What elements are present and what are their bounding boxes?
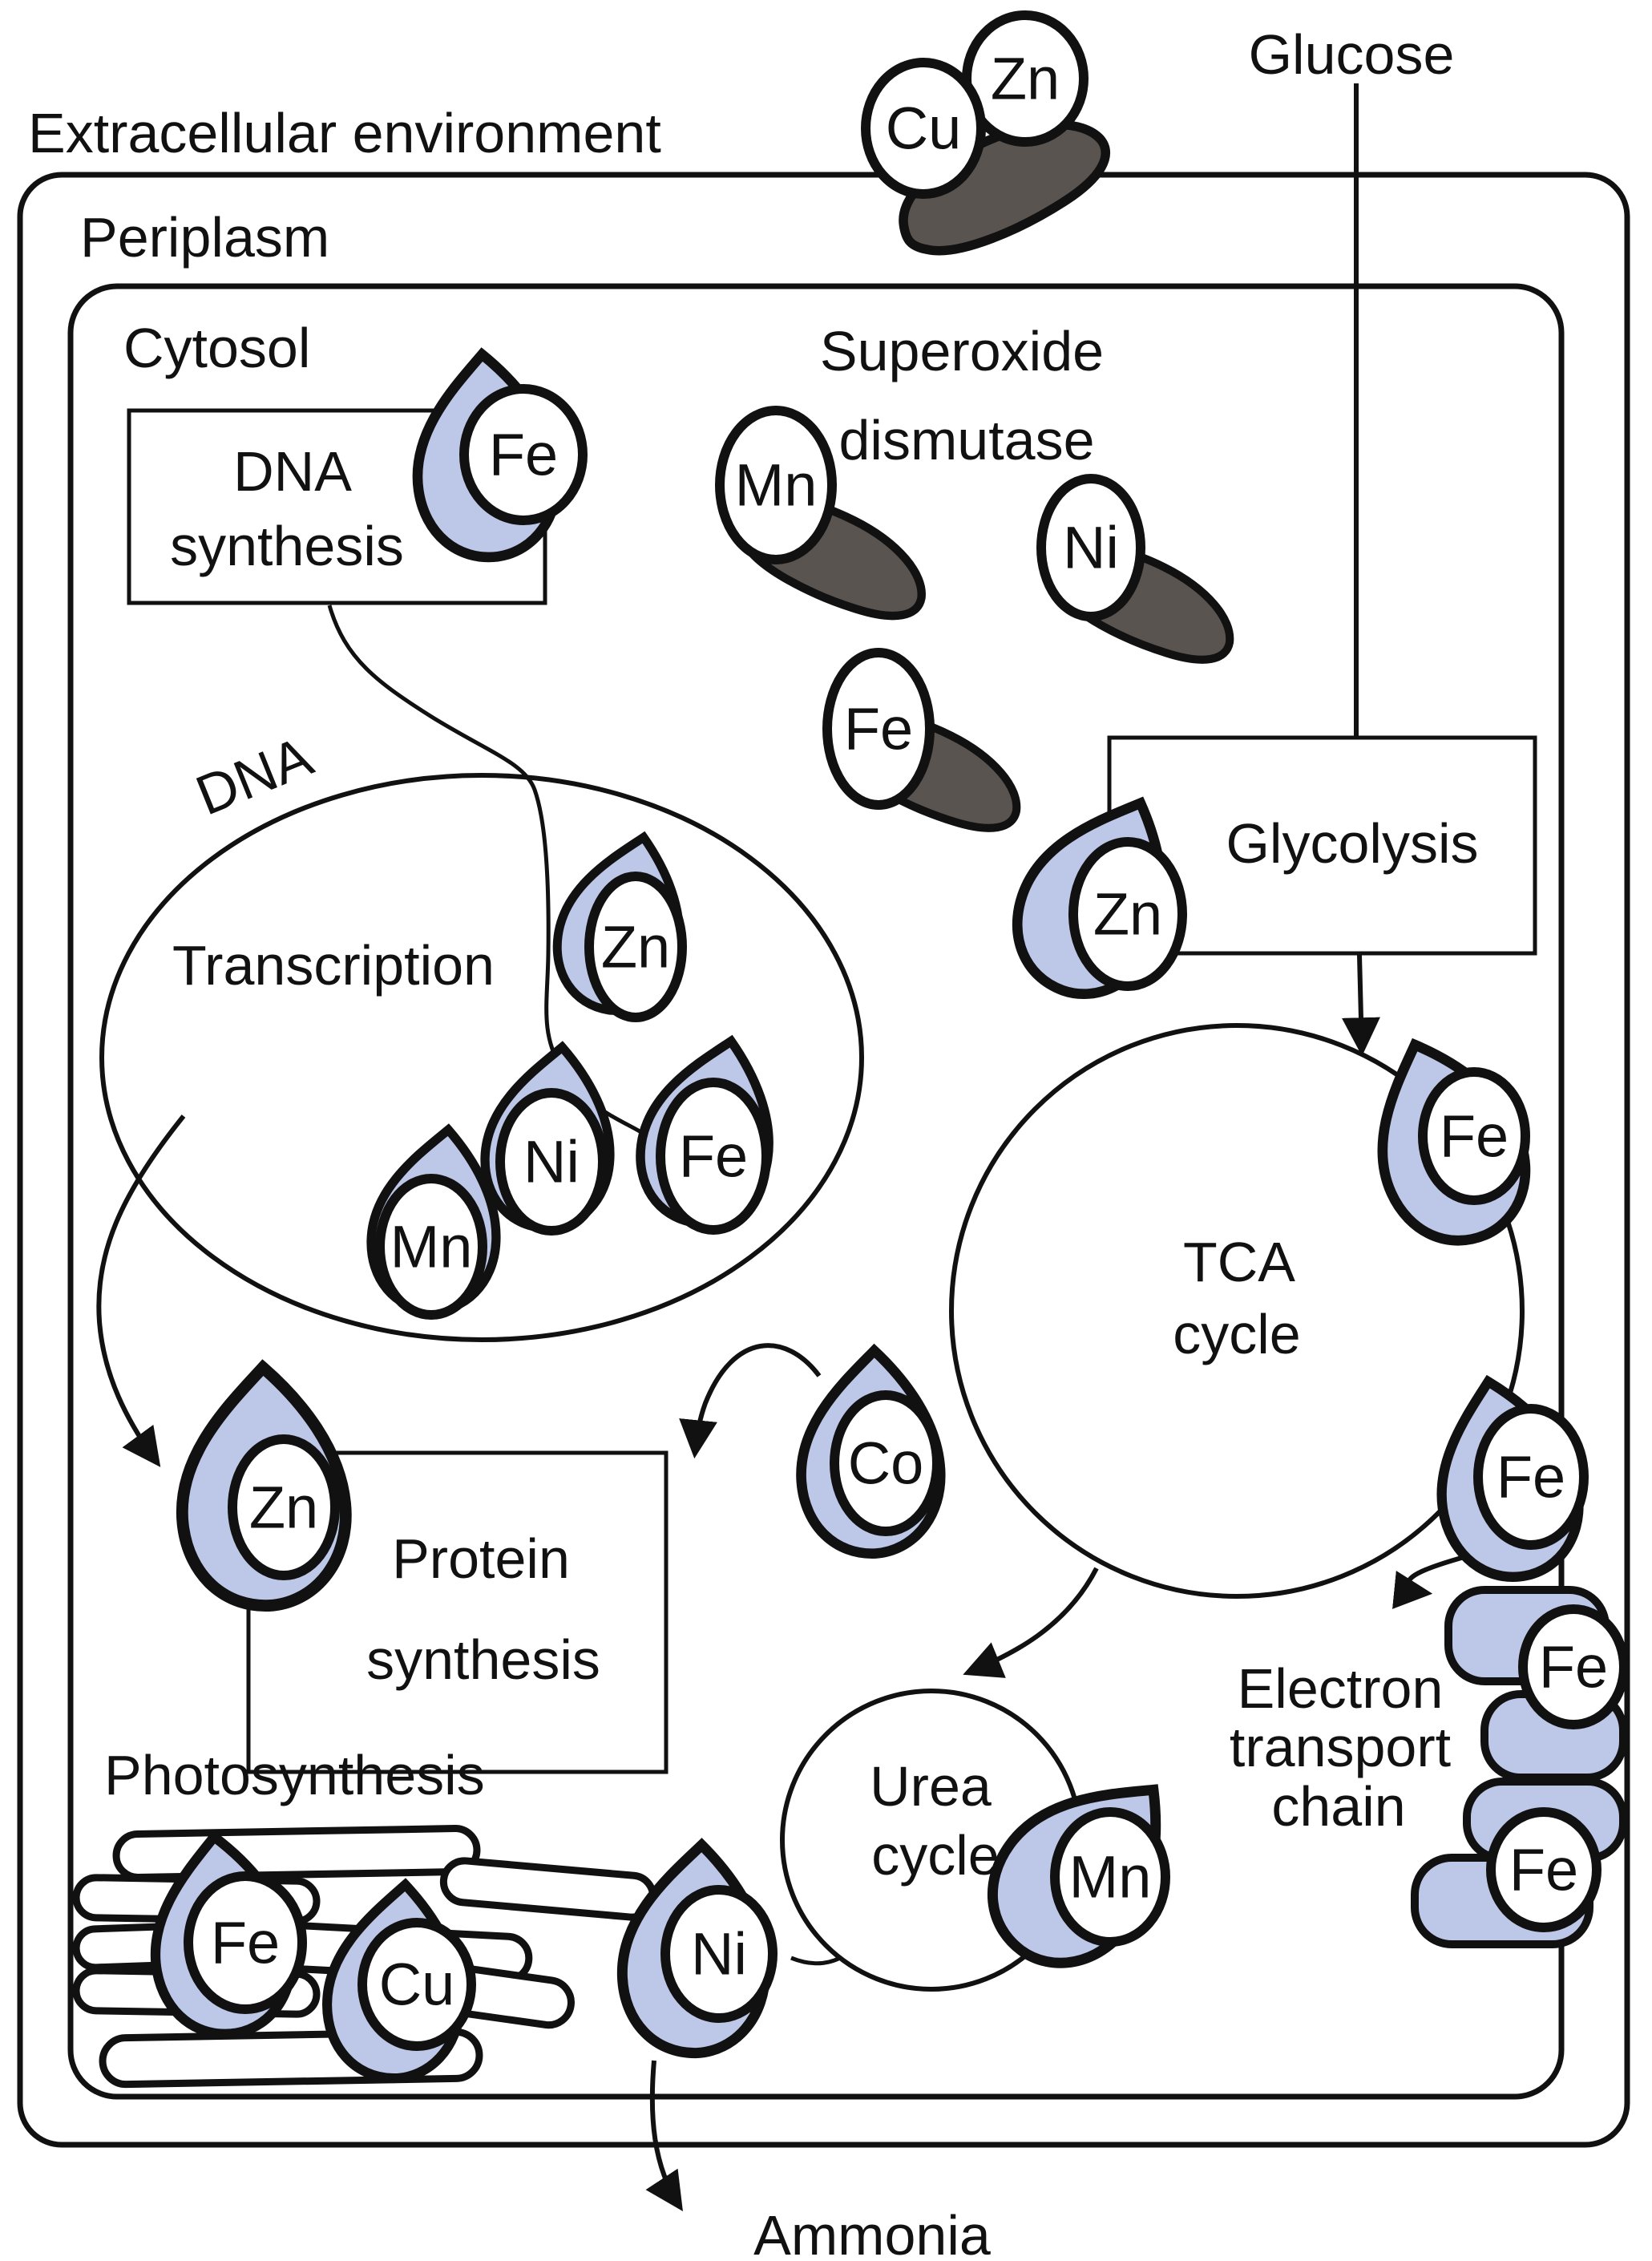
metal-symbol: Ni: [691, 1921, 747, 1988]
metal-symbol: Co: [848, 1430, 924, 1497]
periplasm-membrane-box: [17, 172, 1630, 2148]
metal-symbol: Zn: [1093, 881, 1162, 948]
metal-ion-fe-tca-right: [1473, 1404, 1589, 1550]
thylakoid-membrane: [112, 1825, 481, 1881]
metal-ions: Zn Cu Fe Mn Ni Fe Zn Zn Ni Fe Mn Zn Co F…: [184, 10, 1629, 2051]
metal-symbol: Fe: [1509, 1837, 1578, 1903]
glucose-label: Glucose: [1249, 23, 1455, 86]
metal-symbol: Fe: [489, 422, 558, 488]
dna-strand-line: [327, 605, 663, 1144]
urea-cycle-label-line2: cycle: [871, 1824, 999, 1887]
ammonia-label: Ammonia: [753, 2204, 991, 2261]
metal-ion-fe-sod: [822, 648, 935, 810]
etc-label-line1: Electron: [1238, 1657, 1444, 1720]
metal-ion-zn-protein-synthesis: [228, 1434, 340, 1580]
metal-ion-co: [830, 1390, 942, 1536]
periplasm-label: Periplasm: [80, 206, 329, 269]
protein-synthesis-label-line2: synthesis: [366, 1628, 600, 1691]
transcription-label: Transcription: [172, 934, 495, 997]
metal-ion-mn-urea: [1050, 1807, 1170, 1947]
metal-ion-ni-urease: [660, 1885, 778, 2023]
etc-label-line2: transport: [1230, 1716, 1451, 1778]
photosynthesis-label: Photosynthesis: [104, 1744, 485, 1806]
metal-symbol: Mn: [735, 452, 818, 519]
metal-symbol: Cu: [886, 95, 962, 162]
superoxide-dismutase-label-line1: Superoxide: [820, 320, 1104, 382]
cobalt-to-protein-arrow: [679, 1343, 822, 1459]
metal-symbol: Ni: [523, 1129, 580, 1195]
metal-ion-fe-dna-synthesis: [459, 384, 588, 525]
metal-symbol: Zn: [249, 1474, 318, 1541]
metal-symbol: Fe: [679, 1123, 748, 1190]
metal-ion-zn-transcription: [584, 872, 687, 1022]
tca-to-urea-arrow: [963, 1567, 1099, 1678]
metal-symbol: Fe: [1539, 1634, 1608, 1701]
cytosol-membrane-box: [67, 283, 1565, 2100]
metal-ion-fe-tca-top: [1418, 1067, 1530, 1205]
tca-to-etc-arrow: [1392, 1548, 1488, 1609]
metal-ion-ni-transcription: [495, 1088, 608, 1236]
etc-label-line3: chain: [1271, 1775, 1405, 1838]
urease-to-ammonia-arrow: [645, 2060, 683, 2212]
metal-symbol: Fe: [211, 1910, 280, 1976]
metal-ion-zn-glycolysis: [1068, 837, 1187, 991]
metal-symbol: Ni: [1063, 515, 1119, 581]
dna-synthesis-label-line2: synthesis: [170, 515, 404, 577]
urea-cycle-label-line1: Urea: [870, 1755, 992, 1818]
nickel-urea-connector-line: [790, 1956, 842, 1966]
tca-cycle-label-line1: TCA: [1183, 1231, 1295, 1293]
dna-synthesis-label-line1: DNA: [233, 440, 352, 503]
metal-symbol: Mn: [390, 1214, 473, 1280]
metal-symbol: Mn: [1069, 1844, 1152, 1911]
protein-synthesis-label-line1: Protein: [392, 1527, 570, 1590]
metal-ion-fe-transcription: [656, 1078, 771, 1235]
metal-symbol: Fe: [844, 696, 913, 762]
metal-symbol: Fe: [1496, 1444, 1565, 1511]
metal-ion-fe-etc-top: [1518, 1604, 1629, 1729]
glycolysis-label: Glycolysis: [1226, 812, 1478, 875]
metal-symbol: Zn: [991, 46, 1060, 112]
metal-symbol: Cu: [379, 1952, 455, 2018]
metal-ion-cu-photosynthesis: [357, 1918, 476, 2051]
tca-cycle-label-line2: cycle: [1173, 1303, 1300, 1365]
metal-ion-fe-etc-bottom: [1486, 1807, 1602, 1932]
thylakoid-membrane: [439, 1857, 657, 1921]
metal-ion-mn-transcription: [375, 1174, 487, 1320]
metal-ion-cu-extracellular: [861, 58, 986, 199]
metal-symbol: Zn: [601, 914, 670, 981]
glycolysis-to-tca-arrow: [1341, 954, 1380, 1057]
superoxide-dismutase-label-line2: dismutase: [838, 409, 1094, 471]
metal-ion-fe-photosynthesis: [184, 1871, 307, 2014]
metal-symbol: Fe: [1440, 1103, 1509, 1170]
metal-ion-mn-sod: [715, 406, 837, 564]
metal-ion-ni-sod: [1036, 474, 1145, 621]
extracellular-environment-label: Extracellular environment: [28, 102, 661, 164]
transcription-to-protein-arrow: [96, 1114, 186, 1467]
cytosol-label: Cytosol: [123, 317, 310, 379]
